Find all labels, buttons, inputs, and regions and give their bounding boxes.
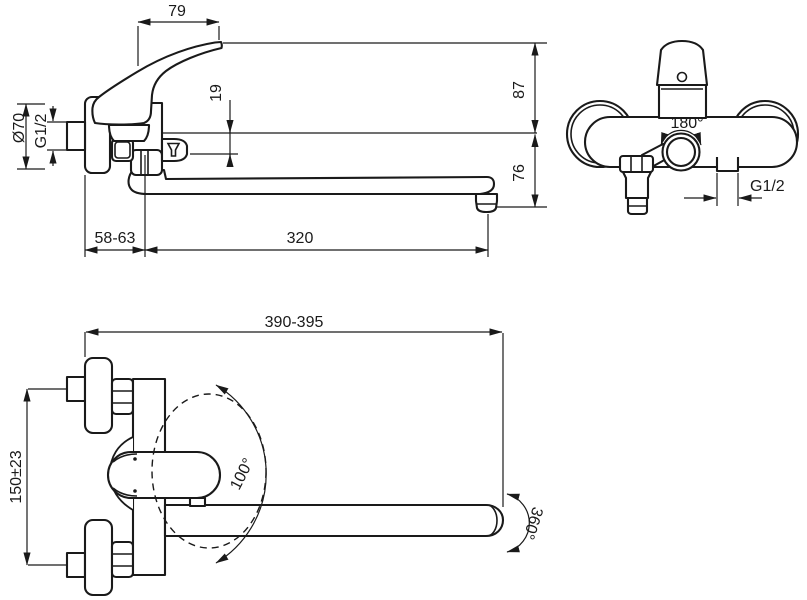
dim-label-150-23: 150±23 bbox=[8, 450, 25, 503]
dim-label-87: 87 bbox=[511, 81, 528, 99]
dim-label-100: 100° bbox=[227, 456, 257, 493]
escutcheon-top bbox=[83, 356, 114, 435]
supply-fitting-top bbox=[65, 375, 87, 403]
aerator bbox=[474, 192, 499, 214]
outlet-stub bbox=[715, 157, 740, 173]
front-view: 180° G1/2 bbox=[565, 39, 800, 216]
handle-cap bbox=[655, 39, 709, 87]
top-view: 100° 360° 390-395 150±23 bbox=[8, 314, 546, 597]
dim-label-19: 19 bbox=[208, 84, 225, 102]
dim-label-390-395: 390-395 bbox=[265, 314, 324, 331]
diverter-knob bbox=[160, 137, 189, 163]
diverter-symbol bbox=[166, 142, 181, 157]
hose-connector bbox=[621, 170, 653, 200]
union-nut-top bbox=[110, 377, 135, 416]
spout-nut bbox=[129, 148, 164, 177]
union-nut-bottom bbox=[110, 540, 135, 579]
dim-label-g12-side: G1/2 bbox=[33, 114, 50, 149]
escutcheon-bottom bbox=[83, 518, 114, 597]
dim-label-g12-front: G1/2 bbox=[750, 178, 785, 195]
spout-side bbox=[127, 168, 496, 196]
dim-label-diameter-70: Ø70 bbox=[11, 113, 28, 143]
supply-fitting-bottom bbox=[65, 551, 87, 579]
handle-lever bbox=[91, 40, 223, 126]
dim-label-58-63: 58-63 bbox=[95, 230, 136, 247]
dim-label-360: 360° bbox=[519, 505, 545, 542]
hose-nut bbox=[618, 154, 655, 174]
dim-label-320: 320 bbox=[287, 230, 314, 247]
inlet-connector bbox=[65, 120, 87, 152]
handle-top bbox=[106, 450, 222, 500]
handle-screw-hole bbox=[676, 71, 688, 83]
dim-label-180: 180° bbox=[670, 115, 703, 132]
dim-label-79: 79 bbox=[168, 3, 186, 20]
spout-top bbox=[163, 503, 505, 538]
spout-joint bbox=[188, 496, 207, 508]
handle-collar bbox=[107, 123, 151, 143]
side-view: 79 Ø70 G1/2 19 87 76 58-63 320 bbox=[11, 3, 547, 257]
dim-label-76: 76 bbox=[511, 164, 528, 182]
